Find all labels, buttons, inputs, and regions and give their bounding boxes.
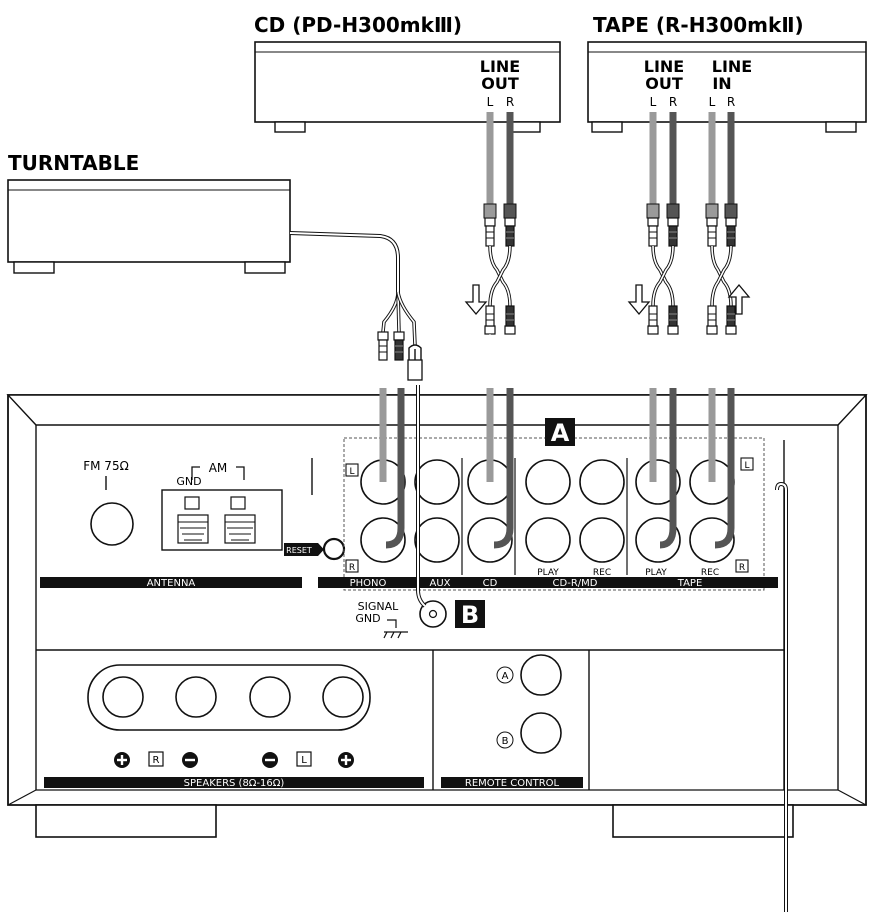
- callout-b-badge: [455, 600, 485, 628]
- speaker-l-plus-terminal: [322, 676, 364, 718]
- cd-l-label: L: [487, 95, 494, 109]
- reset-label: RESET: [286, 546, 312, 555]
- speaker-r-minus-terminal: [175, 676, 217, 718]
- remote-a-mark: A: [502, 671, 509, 682]
- am-label: AM: [209, 461, 228, 475]
- tape-r-mark: R: [739, 563, 745, 573]
- phono-l-mark: L: [349, 467, 354, 477]
- tape-out-line-label: LINE: [644, 57, 684, 76]
- cd-cable: [464, 112, 517, 388]
- turntable-title: TURNTABLE: [8, 151, 139, 175]
- speaker-r-plus-terminal: [102, 676, 144, 718]
- speaker-l-mark: L: [301, 755, 307, 766]
- callout-b: B: [461, 601, 479, 629]
- minus-icon: [262, 752, 278, 768]
- plus-icon: [338, 752, 354, 768]
- cdr-play-r-jack: [525, 517, 571, 563]
- remote-b-mark: B: [502, 736, 509, 747]
- aux-r-jack: [414, 517, 460, 563]
- cd-r-label: R: [506, 95, 514, 109]
- tape-rec-label: REC: [701, 568, 719, 578]
- tape-play-label: PLAY: [645, 568, 667, 578]
- am-gnd-terminal: [177, 514, 209, 544]
- aux-label: AUX: [429, 578, 450, 589]
- fm-label: FM 75Ω: [83, 459, 129, 473]
- tape-in-r-label: R: [727, 95, 735, 109]
- remote-b-jack: [520, 712, 562, 754]
- cd-input-label: CD: [483, 578, 498, 589]
- tape-title: TAPE (R-H300mkⅡ): [593, 13, 804, 37]
- cdr-play-l-jack: [525, 459, 571, 505]
- cable-ends: [379, 385, 788, 912]
- cdr-md-label: CD-R/MD: [553, 578, 598, 589]
- tape-out-cable: [627, 112, 680, 335]
- speaker-r-mark: R: [153, 755, 160, 766]
- signal-label: SIGNAL: [358, 600, 400, 613]
- aux-l-jack: [414, 459, 460, 505]
- speakers-label: SPEAKERS (8Ω-16Ω): [184, 778, 285, 789]
- cd-out-label: OUT: [481, 74, 519, 93]
- amplifier-rear-panel: FM 75Ω AM GND ANTENNA RESET: [6, 394, 868, 838]
- cdr-rec-l-jack: [579, 459, 625, 505]
- phono-r-mark: R: [349, 563, 355, 573]
- cd-player: CD (PD-H300mkⅢ) LINE OUT L R: [254, 13, 561, 133]
- plus-icon: [114, 752, 130, 768]
- tape-in-cable: [705, 112, 751, 335]
- cd-line-label: LINE: [480, 57, 520, 76]
- antenna-label: ANTENNA: [147, 578, 196, 589]
- tape-out-label: OUT: [645, 74, 683, 93]
- am-gnd-label: GND: [176, 475, 201, 488]
- cd-title: CD (PD-H300mkⅢ): [254, 13, 462, 37]
- callout-a: A: [551, 419, 570, 447]
- tape-deck: TAPE (R-H300mkⅡ) LINE OUT LINE IN L R L …: [587, 13, 867, 133]
- tape-in-line-label: LINE: [712, 57, 752, 76]
- reset-button[interactable]: RESET: [284, 537, 346, 561]
- tape-out-r-label: R: [669, 95, 677, 109]
- tape-out-l-label: L: [650, 95, 657, 109]
- callout-a-badge: [545, 418, 575, 446]
- cdr-rec-r-jack: [579, 517, 625, 563]
- minus-icon: [182, 752, 198, 768]
- phono-label: PHONO: [350, 578, 387, 589]
- signal-gnd-label: GND: [355, 612, 380, 625]
- turntable: TURNTABLE: [7, 151, 423, 381]
- cdr-play-label: PLAY: [537, 568, 559, 578]
- tape-in-l-label: L: [709, 95, 716, 109]
- tape-l-mark: L: [744, 461, 749, 471]
- speaker-l-minus-terminal: [249, 676, 291, 718]
- tape-input-label: TAPE: [677, 578, 703, 589]
- remote-control-label: REMOTE CONTROL: [465, 778, 560, 789]
- am-antenna-terminal: [224, 514, 256, 544]
- remote-a-jack: [520, 654, 562, 696]
- fm-antenna-jack: [90, 502, 134, 546]
- tape-in-label: IN: [712, 74, 731, 93]
- cdr-rec-label: REC: [593, 568, 611, 578]
